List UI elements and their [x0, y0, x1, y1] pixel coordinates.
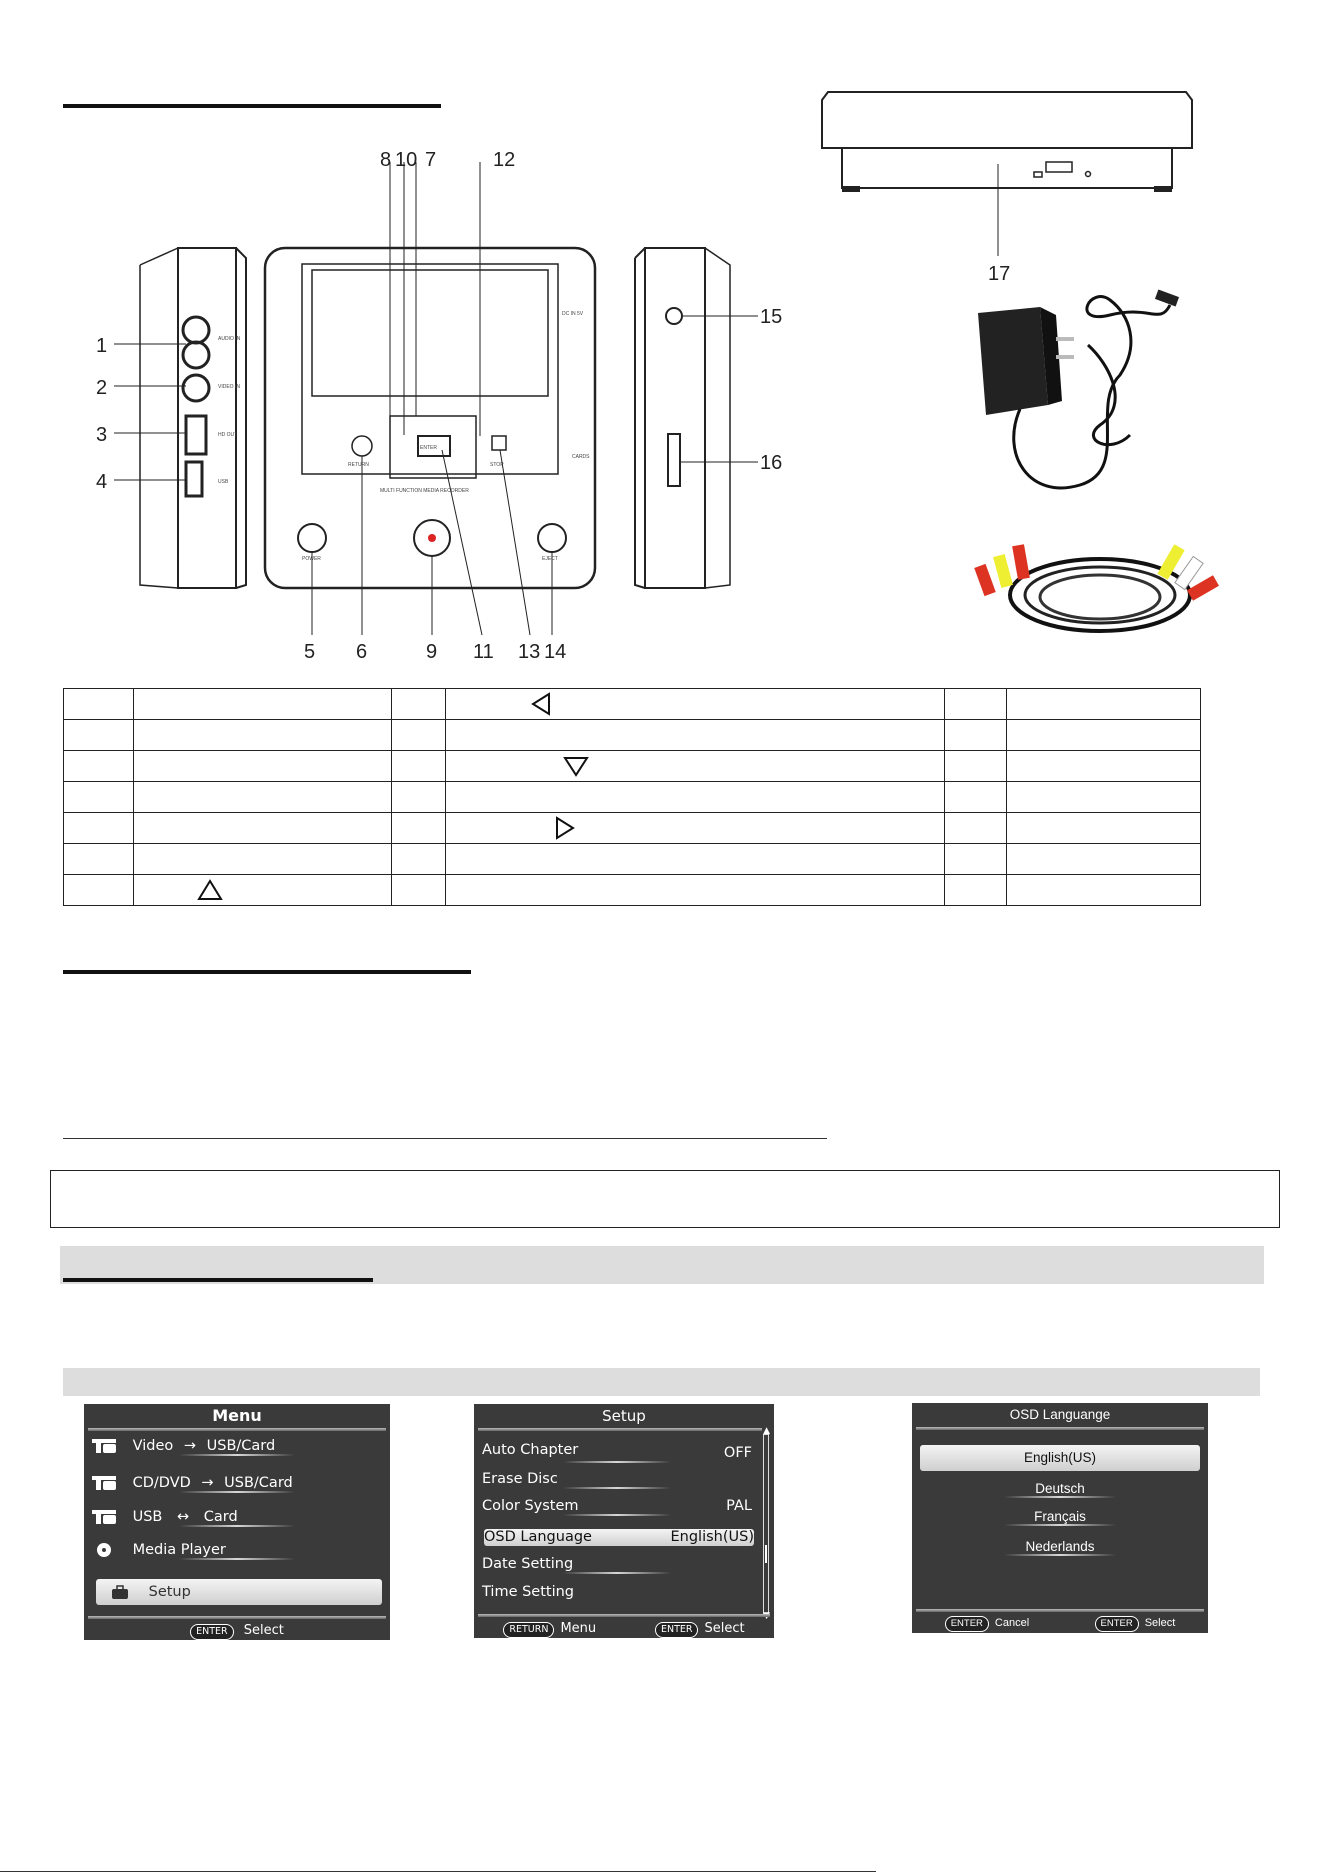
power-adapter-image — [978, 289, 1180, 490]
section-heading-rule-2 — [63, 970, 471, 974]
osd-menu-title: Menu — [212, 1406, 262, 1425]
menu-item-setup[interactable]: Setup — [96, 1579, 382, 1605]
setup-item-color-system[interactable]: Color System PAL — [482, 1498, 752, 1516]
scroll-up-icon[interactable]: ▲ — [763, 1426, 770, 1436]
return-key-label: RETURN — [348, 462, 369, 468]
language-option-deutsch[interactable]: Deutsch — [920, 1481, 1200, 1498]
callout-7: 7 — [425, 149, 436, 171]
callout-4: 4 — [96, 471, 107, 493]
menu-item-usb-card[interactable]: USB ↔ Card — [92, 1509, 382, 1527]
osd-menu-screen: Menu Video → USB/Card CD/DVD → USB/Card … — [84, 1404, 390, 1640]
toolbox-icon — [112, 1585, 128, 1599]
right-side-view — [634, 247, 758, 589]
table-row — [63, 843, 1201, 875]
up-arrow-icon — [197, 879, 223, 900]
language-option-francais[interactable]: Français — [920, 1509, 1200, 1526]
enter-key-badge: ENTER — [190, 1624, 234, 1640]
enter-key-badge: ENTER — [944, 1616, 989, 1632]
callout-16: 16 — [760, 452, 782, 474]
callout-15: 15 — [760, 306, 782, 328]
left-arrow-icon — [530, 692, 550, 716]
osd-setup-title: Setup — [602, 1407, 646, 1425]
usb-label: USB — [218, 479, 229, 485]
table-row — [63, 750, 1201, 782]
section-heading-rule-1 — [63, 104, 441, 108]
osd-language-title: OSD Languange — [1009, 1407, 1111, 1422]
menu-item-video-usb[interactable]: Video → USB/Card — [92, 1438, 382, 1456]
eject-key-label: EJECT — [542, 556, 558, 562]
section-band-1 — [60, 1246, 1264, 1284]
setup-item-date-setting[interactable]: Date Setting — [482, 1556, 752, 1574]
top-view-diagram: 17 — [821, 91, 1193, 285]
down-arrow-icon — [562, 757, 589, 777]
callout-12: 12 — [493, 149, 515, 171]
enter-key-label: ENTER — [420, 445, 437, 451]
callout-1: 1 — [96, 335, 107, 357]
disc-icon — [97, 1543, 111, 1557]
table-row — [63, 719, 1201, 751]
setup-item-erase-disc[interactable]: Erase Disc — [482, 1471, 752, 1489]
usb-card-icon — [92, 1510, 116, 1524]
enter-key-badge: ENTER — [654, 1622, 699, 1638]
osd-menu-footer: ENTER Select — [84, 1616, 390, 1640]
setup-scrollbar[interactable] — [763, 1434, 769, 1614]
audio-in-label: AUDIO IN — [218, 336, 241, 342]
menu-item-cddvd-usb[interactable]: CD/DVD → USB/Card — [92, 1475, 382, 1493]
callout-14: 14 — [544, 641, 566, 663]
callout-9: 9 — [426, 641, 437, 663]
table-row — [63, 874, 1201, 906]
enter-key-badge: ENTER — [1094, 1616, 1139, 1632]
front-view: ENTER RETURN STOP POWER EJECT MULTI FUNC… — [263, 162, 597, 636]
callout-10: 10 — [395, 149, 417, 171]
callout-5: 5 — [304, 641, 315, 663]
callout-6: 6 — [356, 641, 367, 663]
section-band-2 — [63, 1368, 1260, 1396]
dc-in-label: DC IN 5V — [562, 311, 584, 317]
parts-table — [63, 688, 1201, 906]
left-side-view: AUDIO IN VIDEO IN HD OUT USB — [114, 247, 247, 589]
setup-item-time-setting[interactable]: Time Setting — [482, 1584, 575, 1600]
return-key-badge: RETURN — [503, 1622, 555, 1638]
osd-language-screen: OSD Languange English(US) Deutsch França… — [912, 1403, 1208, 1633]
hd-out-label: HD OUT — [218, 432, 237, 438]
callout-8: 8 — [380, 149, 391, 171]
usb-card-icon — [92, 1476, 116, 1490]
cards-label: CARDS — [572, 454, 590, 460]
table-row — [63, 688, 1201, 720]
callout-2: 2 — [96, 377, 107, 399]
av-cable-image — [974, 544, 1219, 633]
callout-11: 11 — [473, 641, 494, 663]
right-arrow-icon — [555, 816, 575, 840]
callout-3: 3 — [96, 424, 107, 446]
osd-setup-screen: Setup Auto Chapter OFF Erase Disc Color … — [474, 1404, 774, 1638]
divider-line — [63, 1138, 827, 1139]
note-box — [50, 1170, 1280, 1228]
usb-card-icon — [92, 1439, 116, 1453]
setup-item-auto-chapter[interactable]: Auto Chapter OFF — [482, 1442, 752, 1463]
setup-item-osd-language[interactable]: OSD Language English(US) — [484, 1529, 754, 1546]
stop-key-label: STOP — [490, 462, 504, 468]
scrollbar-thumb[interactable] — [765, 1545, 767, 1563]
menu-item-media-player[interactable]: Media Player — [92, 1542, 382, 1560]
language-option-english[interactable]: English(US) — [920, 1445, 1200, 1471]
table-row — [63, 781, 1201, 813]
recorder-label: MULTI FUNCTION MEDIA RECORDER — [380, 488, 469, 494]
callout-17: 17 — [988, 263, 1010, 285]
language-option-nederlands[interactable]: Nederlands — [920, 1539, 1200, 1556]
video-in-label: VIDEO IN — [218, 384, 240, 390]
device-diagram: AUDIO IN VIDEO IN HD OUT USB ENTER RETUR… — [96, 149, 782, 663]
callout-13: 13 — [518, 641, 540, 663]
table-row — [63, 812, 1201, 844]
section-heading-rule-3 — [63, 1278, 373, 1282]
